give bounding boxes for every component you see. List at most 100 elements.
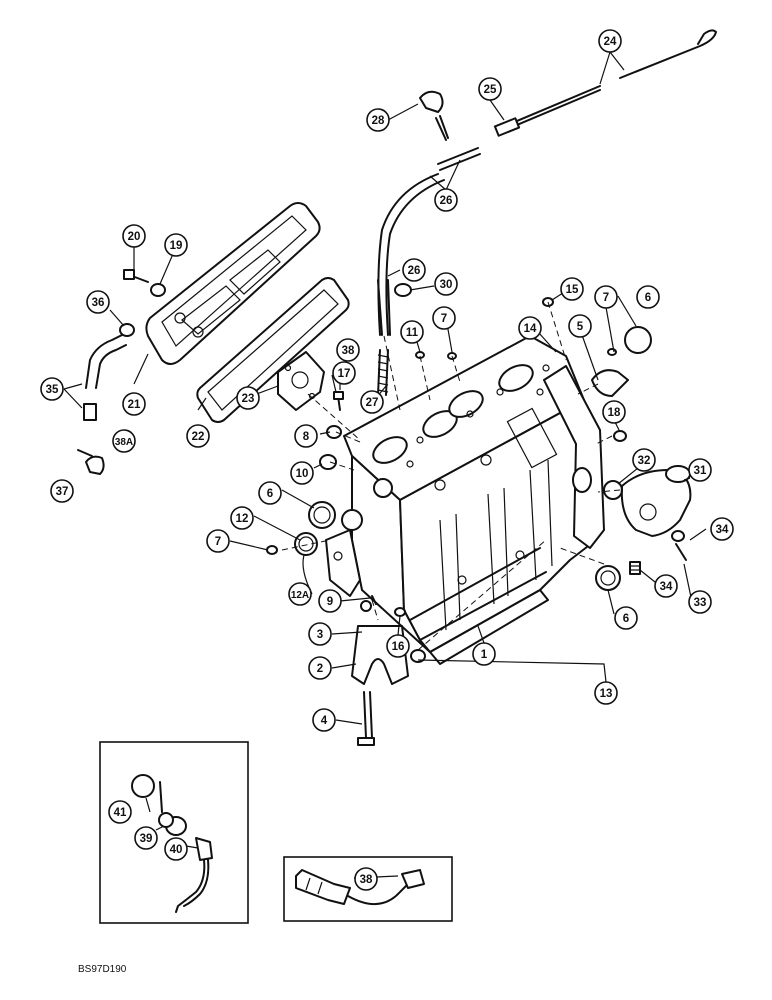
- side-cover: [145, 202, 321, 365]
- callout-12a: 12A: [288, 582, 312, 606]
- dipstick-tube-adapter: [493, 117, 521, 137]
- svg-text:37: 37: [56, 486, 69, 498]
- callout-40: 40: [164, 837, 188, 861]
- svg-text:7: 7: [215, 536, 221, 548]
- svg-text:30: 30: [440, 279, 453, 291]
- block-heater-element: [295, 869, 425, 905]
- callout-5: 5: [568, 314, 592, 338]
- callout-15: 15: [560, 277, 584, 301]
- cover-bolt: [123, 269, 149, 283]
- plate-bolt: [333, 391, 344, 411]
- svg-text:26: 26: [408, 265, 421, 277]
- inset-heater-box: [283, 856, 453, 922]
- tube-upper-section: [437, 147, 481, 171]
- svg-text:8: 8: [303, 431, 310, 443]
- callout-18: 18: [602, 400, 626, 424]
- callout-22: 22: [186, 424, 210, 448]
- svg-text:7: 7: [603, 292, 609, 304]
- svg-text:38: 38: [360, 874, 373, 886]
- svg-text:31: 31: [694, 465, 707, 477]
- svg-text:12: 12: [236, 513, 249, 525]
- svg-text:20: 20: [128, 231, 141, 243]
- callout-9: 9: [318, 589, 342, 613]
- callout-28: 28: [366, 108, 390, 132]
- callout-27: 27: [360, 390, 384, 414]
- callout-34-lower: 34: [654, 574, 678, 598]
- callout-38-inset: 38: [354, 867, 378, 891]
- housing-bolt: [671, 530, 687, 561]
- svg-text:13: 13: [600, 688, 613, 700]
- svg-text:6: 6: [267, 488, 273, 500]
- callout-36: 36: [86, 290, 110, 314]
- callout-24: 24: [598, 29, 622, 53]
- callout-7-rear: 7: [594, 285, 618, 309]
- callout-33: 33: [688, 590, 712, 614]
- svg-text:34: 34: [716, 524, 729, 536]
- svg-text:10: 10: [296, 468, 309, 480]
- callouts: 24 25 28 26 20 19 26 30 15 7 6 36 7 14 5…: [40, 29, 734, 891]
- svg-text:5: 5: [577, 321, 584, 333]
- svg-text:28: 28: [372, 115, 385, 127]
- cup-plug-rear: [624, 326, 652, 354]
- side-cover-gasket: [196, 277, 350, 423]
- callout-3: 3: [308, 622, 332, 646]
- breather-hose: [83, 323, 135, 421]
- thermostat-housing: [620, 465, 692, 537]
- dipstick-handle: [619, 29, 717, 79]
- callout-13: 13: [594, 681, 618, 705]
- svg-text:4: 4: [321, 715, 328, 727]
- svg-text:33: 33: [694, 597, 707, 609]
- callout-1: 1: [472, 642, 496, 666]
- svg-text:3: 3: [317, 629, 323, 641]
- callout-20: 20: [122, 224, 146, 248]
- callout-32: 32: [632, 448, 656, 472]
- callout-26-upper: 26: [434, 188, 458, 212]
- cup-plug-10: [319, 454, 337, 470]
- callout-39: 39: [134, 826, 158, 850]
- bearing-cap-bolt: [357, 691, 375, 746]
- callout-17: 17: [332, 361, 356, 385]
- callout-7-front: 7: [206, 529, 230, 553]
- callout-23: 23: [236, 386, 260, 410]
- callout-38a: 38A: [112, 429, 136, 453]
- svg-text:14: 14: [524, 323, 537, 335]
- sensor-o-ring: [131, 774, 155, 798]
- sensor-harness: [175, 837, 213, 913]
- svg-text:9: 9: [327, 596, 333, 608]
- tube-clamp: [419, 90, 449, 141]
- svg-text:2: 2: [317, 663, 323, 675]
- callout-19: 19: [164, 233, 188, 257]
- blanking-plate: [277, 351, 325, 411]
- seal-rear-lower: [595, 565, 621, 591]
- bearing-cap-nut: [360, 600, 372, 612]
- svg-text:27: 27: [366, 397, 379, 409]
- callout-2: 2: [308, 656, 332, 680]
- callout-30: 30: [434, 272, 458, 296]
- callout-25: 25: [478, 77, 502, 101]
- svg-text:7: 7: [441, 313, 447, 325]
- rear-seal-housing: [591, 369, 629, 397]
- housing-gasket-ring: [603, 480, 623, 500]
- callout-41: 41: [108, 800, 132, 824]
- svg-text:11: 11: [406, 327, 419, 339]
- svg-text:40: 40: [170, 844, 183, 856]
- svg-text:38A: 38A: [115, 437, 133, 448]
- svg-text:39: 39: [140, 833, 153, 845]
- assembly-lines: [281, 301, 621, 651]
- callout-35: 35: [40, 377, 64, 401]
- svg-text:22: 22: [192, 431, 205, 443]
- callout-7-top: 7: [432, 306, 456, 330]
- callout-6-rear: 6: [636, 285, 660, 309]
- sensor-body: [158, 781, 187, 836]
- callout-26-lower: 26: [402, 258, 426, 282]
- svg-text:18: 18: [608, 407, 621, 419]
- svg-text:19: 19: [170, 240, 183, 252]
- callout-31: 31: [688, 458, 712, 482]
- threaded-stud: [377, 349, 389, 396]
- callout-16: 16: [386, 634, 410, 658]
- plug-rear-7: [607, 348, 617, 356]
- expansion-plug-front: [308, 501, 336, 529]
- tube-grommet: [394, 283, 412, 297]
- svg-text:6: 6: [623, 613, 629, 625]
